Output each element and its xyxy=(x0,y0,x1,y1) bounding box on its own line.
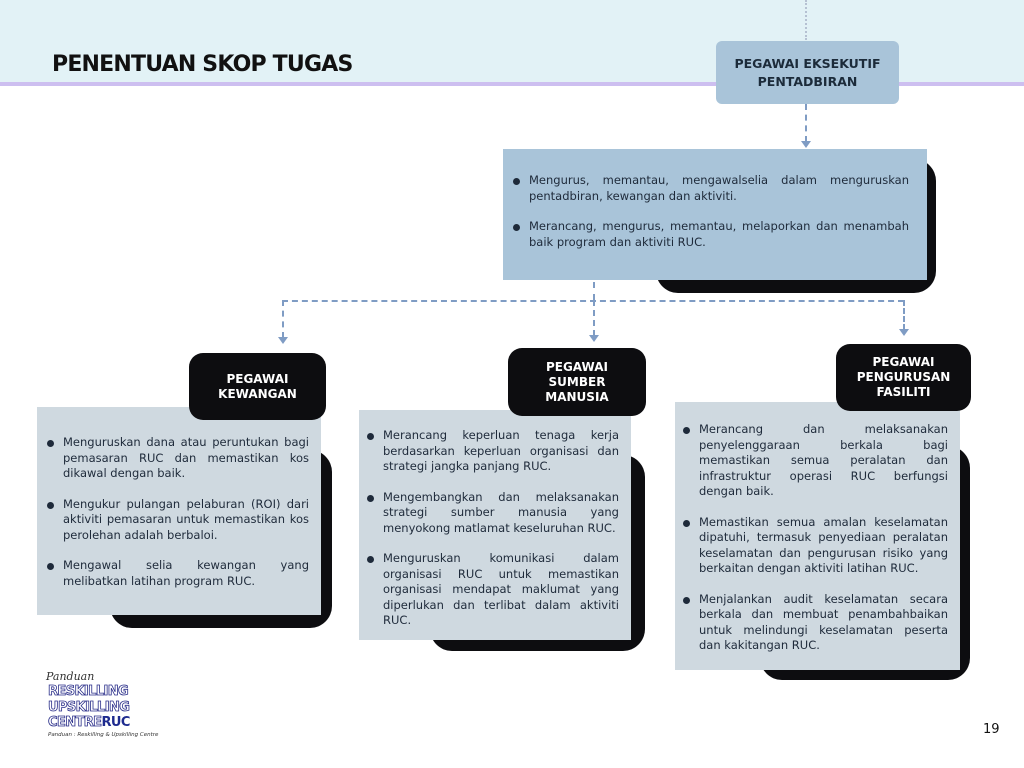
list-item: Mengurus, memantau, mengawalselia dalam … xyxy=(513,173,909,204)
hr-duties-panel: Merancang keperluan tenaga kerja berdasa… xyxy=(359,410,631,640)
hr-officer-label: PEGAWAI SUMBER MANUSIA xyxy=(508,348,646,416)
duty-text: Menjalankan audit keselamatan secara ber… xyxy=(699,591,948,653)
page-title: PENENTUAN SKOP TUGAS xyxy=(52,52,353,77)
finance-duties-panel: Menguruskan dana atau peruntukan bagi pe… xyxy=(37,407,321,615)
ruc-logo: Panduan RESKILLING UPSKILLING CENTRERUC … xyxy=(46,670,158,742)
connector-middle-down xyxy=(593,300,595,336)
duty-text: Merancang, mengurus, memantau, melaporka… xyxy=(529,219,909,249)
duty-text: Menguruskan dana atau peruntukan bagi pe… xyxy=(63,435,309,480)
finance-duties-list: Menguruskan dana atau peruntukan bagi pe… xyxy=(47,435,309,589)
duty-text: Merancang dan melaksanakan penyelenggara… xyxy=(699,422,948,498)
bullet-icon xyxy=(683,427,690,434)
bullet-icon xyxy=(367,433,374,440)
duty-text: Mengukur pulangan pelaburan (ROI) dari a… xyxy=(63,496,309,542)
list-item: Menjalankan audit keselamatan secara ber… xyxy=(683,592,948,654)
duty-text: Memastikan semua amalan keselamatan dipa… xyxy=(699,514,948,576)
duty-text: Merancang keperluan tenaga kerja berdasa… xyxy=(383,428,619,473)
bullet-icon xyxy=(47,501,54,509)
logo-line-upskilling: UPSKILLING xyxy=(48,700,131,716)
logo-centre-text: CENTRE xyxy=(48,715,103,731)
list-item: Merancang, mengurus, memantau, melaporka… xyxy=(513,219,909,250)
duty-text: Mengembangkan dan melaksanakan strategi … xyxy=(383,489,619,535)
executive-officer-box: PEGAWAI EKSEKUTIF PENTADBIRAN xyxy=(716,41,899,104)
hr-duties-list: Merancang keperluan tenaga kerja berdasa… xyxy=(367,428,619,629)
connector-right-down xyxy=(903,300,905,330)
bullet-icon xyxy=(513,178,520,185)
list-item: Menguruskan komunikasi dalam organisasi … xyxy=(367,551,619,629)
finance-officer-label: PEGAWAI KEWANGAN xyxy=(189,353,326,420)
page-number: 19 xyxy=(983,722,1000,737)
connector-arrow-middle xyxy=(589,335,599,342)
finance-officer-text: PEGAWAI KEWANGAN xyxy=(218,371,297,401)
logo-script: Panduan xyxy=(46,670,95,683)
list-item: Menguruskan dana atau peruntukan bagi pe… xyxy=(47,435,309,482)
facility-officer-label: PEGAWAI PENGURUSAN FASILITI xyxy=(836,344,971,411)
duty-text: Menguruskan komunikasi dalam organisasi … xyxy=(383,551,619,627)
list-item: Mengawal selia kewangan yang melibatkan … xyxy=(47,558,309,589)
bullet-icon xyxy=(683,596,690,604)
header-divider xyxy=(0,82,1024,86)
duty-text: Mengurus, memantau, mengawalselia dalam … xyxy=(529,173,909,203)
connector-left-down xyxy=(282,300,284,338)
executive-duties-list: Mengurus, memantau, mengawalselia dalam … xyxy=(513,173,909,250)
list-item: Mengembangkan dan melaksanakan strategi … xyxy=(367,490,619,537)
top-connector xyxy=(805,0,807,40)
facility-duties-panel: Merancang dan melaksanakan penyelenggara… xyxy=(675,402,960,670)
bullet-icon xyxy=(513,224,520,231)
facility-officer-text: PEGAWAI PENGURUSAN FASILITI xyxy=(856,355,951,399)
list-item: Mengukur pulangan pelaburan (ROI) dari a… xyxy=(47,497,309,544)
bullet-icon xyxy=(683,519,690,527)
executive-officer-label: PEGAWAI EKSEKUTIF PENTADBIRAN xyxy=(734,55,881,89)
connector-main-down xyxy=(593,282,595,300)
bullet-icon xyxy=(367,556,374,563)
hr-officer-text: PEGAWAI SUMBER MANUSIA xyxy=(545,359,609,404)
list-item: Merancang keperluan tenaga kerja berdasa… xyxy=(367,428,619,475)
connector-arrow-left xyxy=(278,337,288,344)
logo-ruc-text: RUC xyxy=(101,715,130,730)
bullet-icon xyxy=(367,494,374,502)
connector-exec-down xyxy=(805,104,807,142)
logo-line-reskilling: RESKILLING xyxy=(48,684,130,700)
bullet-icon xyxy=(47,440,54,447)
connector-arrow-exec xyxy=(801,141,811,148)
bullet-icon xyxy=(47,563,54,570)
connector-arrow-right xyxy=(899,329,909,336)
logo-tagline: Panduan : Reskilling & Upskilling Centre xyxy=(48,732,159,738)
logo-line-centre: CENTRERUC xyxy=(48,715,131,731)
list-item: Memastikan semua amalan keselamatan dipa… xyxy=(683,515,948,577)
duty-text: Mengawal selia kewangan yang melibatkan … xyxy=(63,558,309,588)
list-item: Merancang dan melaksanakan penyelenggara… xyxy=(683,422,948,500)
executive-duties-panel: Mengurus, memantau, mengawalselia dalam … xyxy=(503,149,927,280)
facility-duties-list: Merancang dan melaksanakan penyelenggara… xyxy=(683,422,948,654)
